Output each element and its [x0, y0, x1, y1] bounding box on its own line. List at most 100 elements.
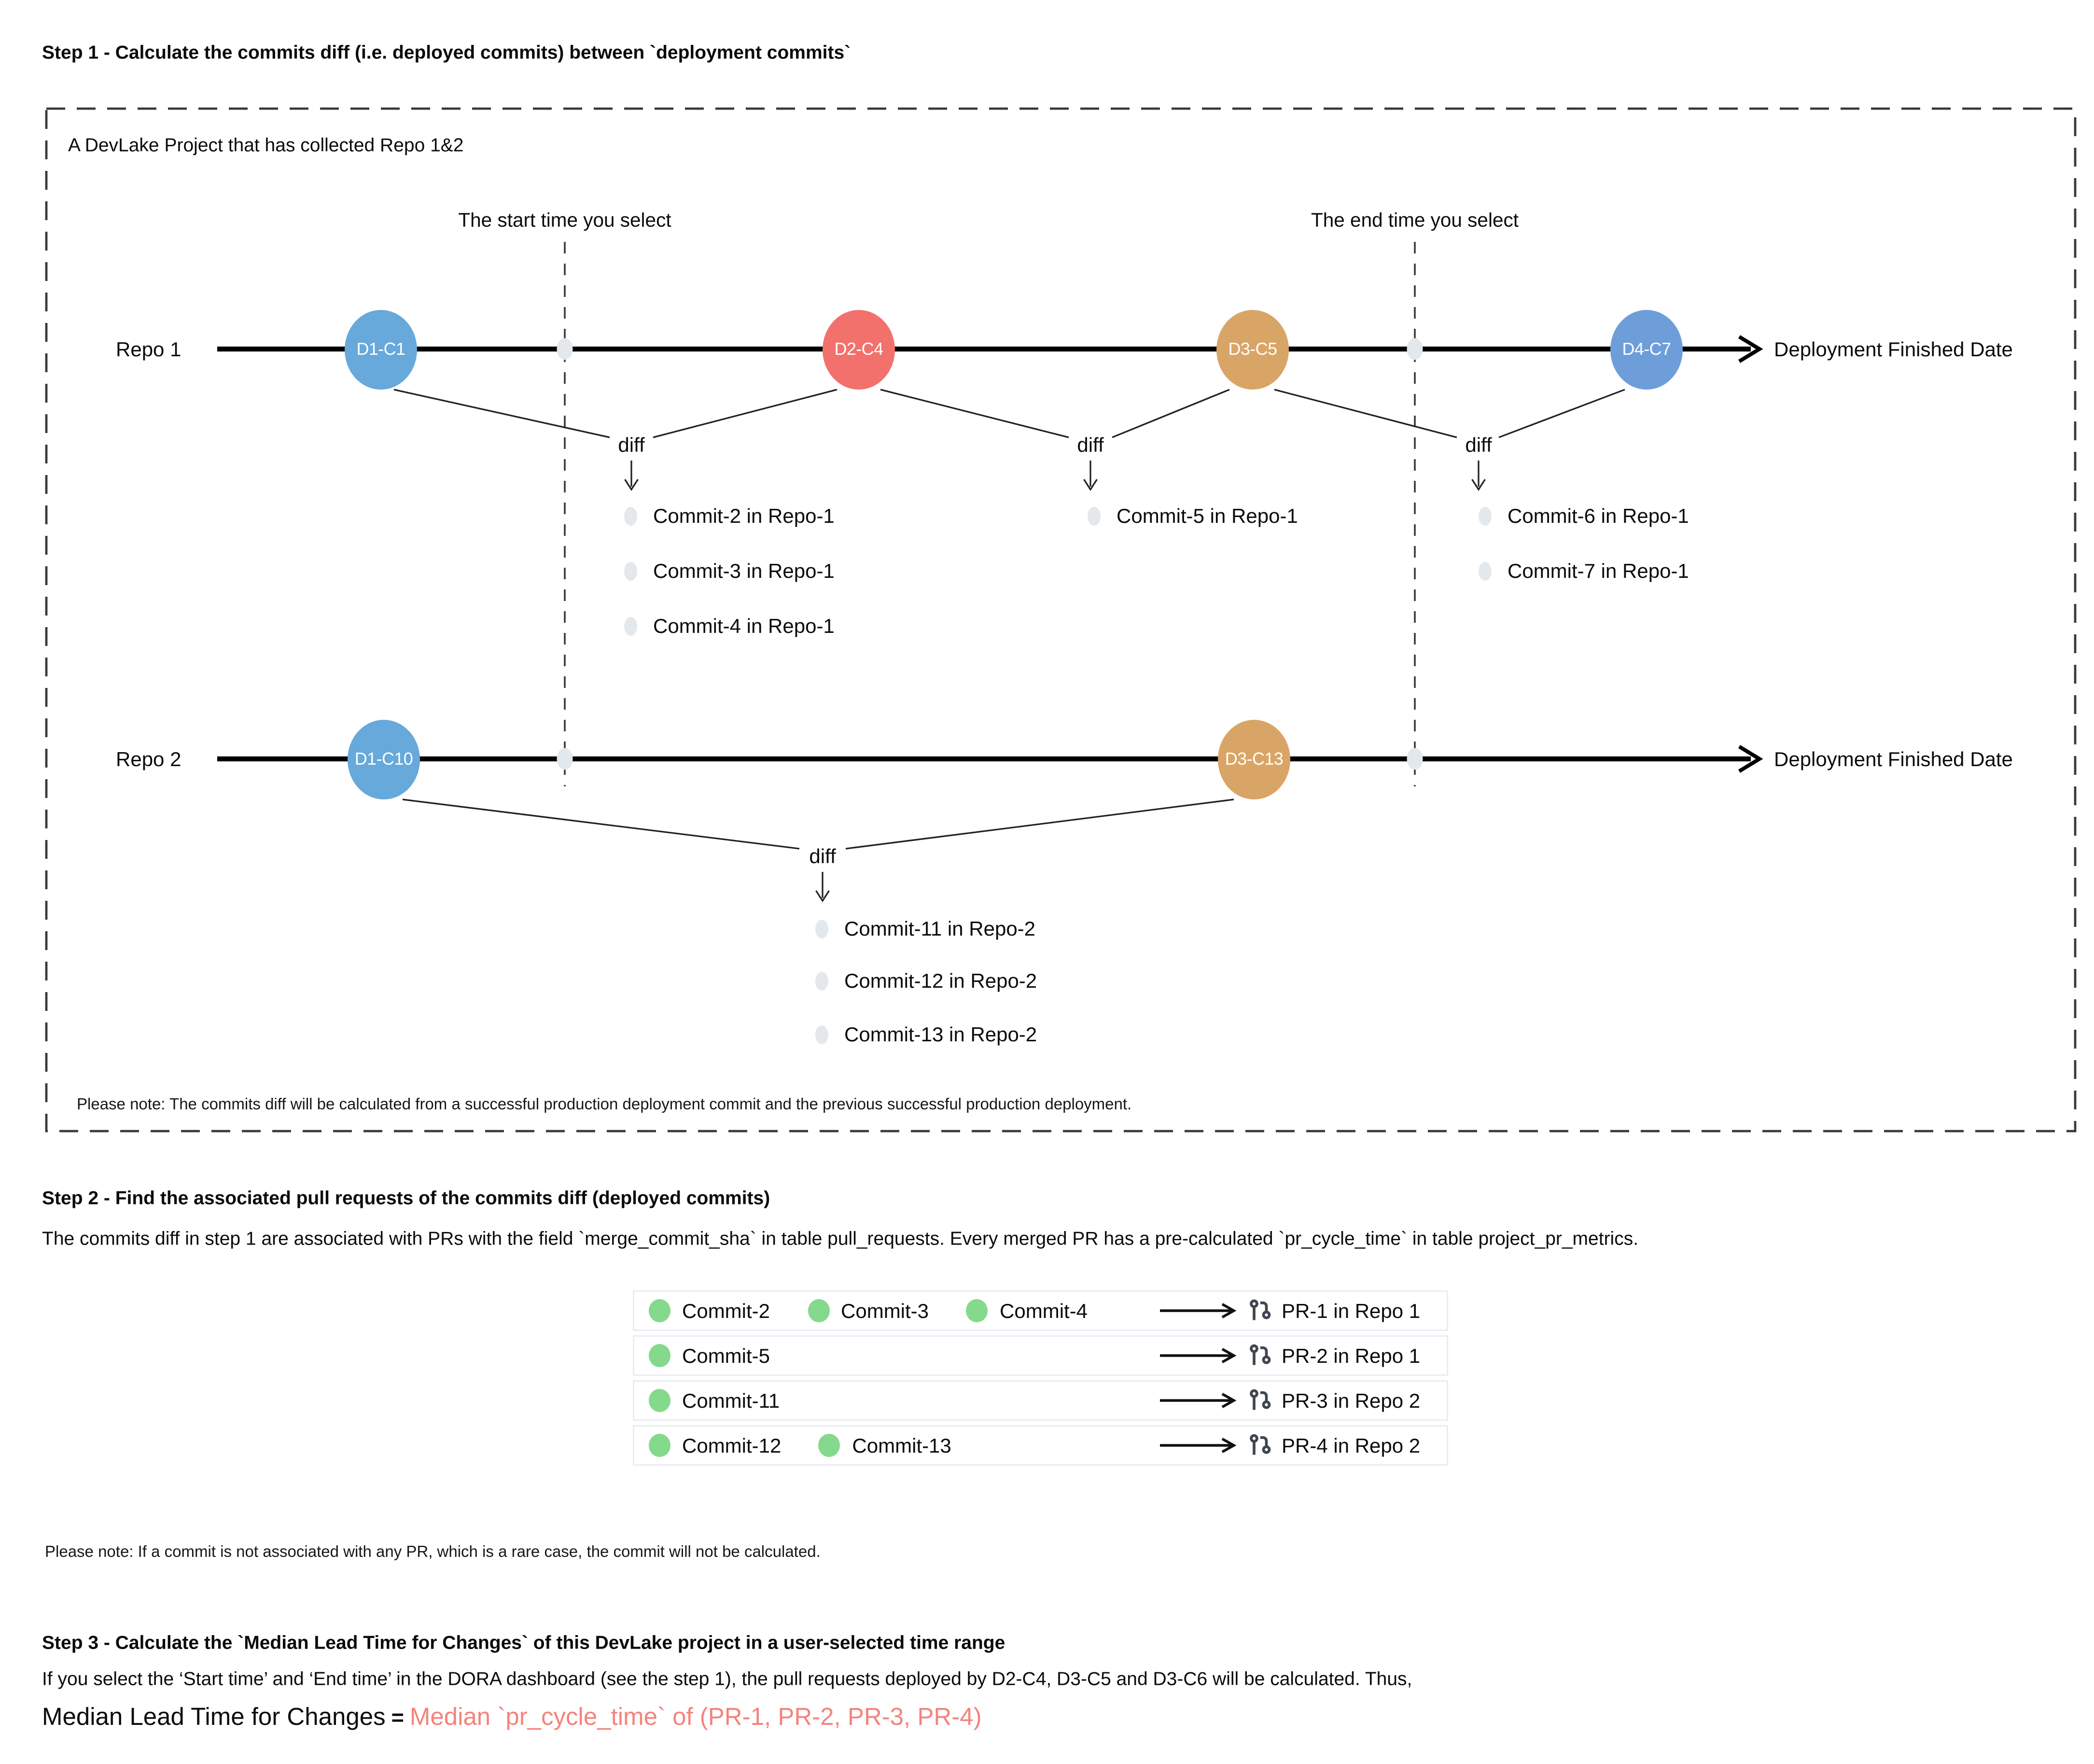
pull-request-icon [1250, 1434, 1271, 1455]
maps-to-arrow-icon [1159, 1347, 1248, 1364]
repo1-label: Repo 1 [116, 337, 181, 361]
diff-commit-item: Commit-7 in Repo-1 [1479, 559, 1689, 582]
diff-commit-item: Commit-13 in Repo-2 [815, 1022, 1037, 1046]
diff-connectors [393, 389, 1625, 850]
table-row: Commit-12 Commit-13 PR-4 in Repo 2 [633, 1425, 1448, 1466]
commit-dot-icon [624, 506, 637, 525]
diff-commit-item: Commit-4 in Repo-1 [624, 614, 835, 637]
deployment-node-d4-c7: D4-C7 [1610, 309, 1683, 389]
deployment-node-d1-c1: D1-C1 [345, 309, 417, 389]
commit-item: Commit-5 [649, 1344, 770, 1367]
diff-label: diff [809, 844, 836, 868]
commit-item: Commit-3 [808, 1299, 929, 1322]
pr-label: PR-3 in Repo 2 [1282, 1389, 1421, 1412]
diff-commit-item: Commit-2 in Repo-1 [624, 504, 835, 527]
deployed-commit-dot-icon [819, 1434, 841, 1457]
formula-equals: = [391, 1706, 404, 1731]
deployed-commit-dot-icon [649, 1389, 670, 1412]
pull-request-icon [1250, 1344, 1271, 1365]
deployment-node-d3-c5: D3-C5 [1216, 309, 1289, 389]
diff-commit-item: Commit-6 in Repo-1 [1479, 504, 1689, 527]
deployment-node-label: D3-C13 [1225, 749, 1284, 769]
deployed-commit-dot-icon [966, 1299, 989, 1322]
repo2-deployment-finished-label: Deployment Finished Date [1774, 747, 2013, 770]
deployment-node-label: D1-C1 [356, 339, 405, 359]
connector-lines [45, 107, 2077, 1133]
diff-label: diff [618, 433, 645, 456]
commit-dot-icon [624, 616, 637, 635]
commit-item: Commit-11 [649, 1389, 780, 1412]
commit-label: Commit-4 in Repo-1 [653, 614, 835, 637]
step1-title: Step 1 - Calculate the commits diff (i.e… [42, 41, 851, 63]
pr-cell: PR-4 in Repo 2 [1248, 1434, 1447, 1457]
commit-label: Commit-12 in Repo-2 [844, 969, 1037, 992]
deployment-node-label: D3-C5 [1228, 339, 1277, 359]
start-time-label: The start time you select [458, 209, 671, 231]
commit-item: Commit-4 [966, 1299, 1088, 1322]
commit-label: Commit-3 [841, 1299, 929, 1322]
commit-item: Commit-12 [649, 1434, 781, 1457]
pull-request-icon [1250, 1389, 1271, 1410]
commit-label: Commit-2 in Repo-1 [653, 504, 835, 527]
commit-label: Commit-11 [682, 1389, 780, 1412]
table-row-commits: Commit-5 [649, 1344, 1159, 1367]
deployment-node-d3-c13: D3-C13 [1218, 719, 1290, 799]
commit-label: Commit-11 in Repo-2 [844, 917, 1036, 940]
end-crossing-dot [1407, 338, 1423, 360]
commit-item: Commit-2 [649, 1299, 770, 1322]
formula-rhs: Median `pr_cycle_time` of (PR-1, PR-2, P… [409, 1703, 982, 1731]
table-row-commits: Commit-12 Commit-13 [649, 1434, 1159, 1457]
start-crossing-dot [557, 748, 573, 770]
repo2-label: Repo 2 [116, 747, 181, 770]
commit-dot-icon [1479, 561, 1492, 580]
table-row: Commit-11 PR-3 in Repo 2 [633, 1380, 1448, 1421]
step2-title: Step 2 - Find the associated pull reques… [42, 1187, 770, 1209]
step3-body: If you select the ‘Start time’ and ‘End … [42, 1667, 1412, 1690]
commit-label: Commit-3 in Repo-1 [653, 559, 835, 582]
commit-label: Commit-5 [682, 1344, 770, 1367]
maps-to-arrow-icon [1159, 1302, 1248, 1319]
commit-label: Commit-4 [1000, 1299, 1088, 1322]
diff-commit-item: Commit-3 in Repo-1 [624, 559, 835, 582]
end-time-label: The end time you select [1311, 209, 1519, 231]
pull-request-icon [1250, 1299, 1271, 1320]
commit-label: Commit-12 [682, 1434, 782, 1457]
deployed-commit-dot-icon [808, 1299, 830, 1322]
diff-label: diff [1077, 433, 1104, 456]
commit-item: Commit-13 [819, 1434, 951, 1457]
deployment-node-d2-c4: D2-C4 [823, 309, 895, 389]
pr-cell: PR-2 in Repo 1 [1248, 1344, 1447, 1367]
diff-commit-item: Commit-11 in Repo-2 [815, 917, 1035, 940]
formula-lhs: Median Lead Time for Changes [42, 1703, 386, 1731]
commit-label: Commit-7 in Repo-1 [1508, 559, 1689, 582]
deployed-commit-dot-icon [649, 1344, 670, 1367]
end-crossing-dot [1407, 748, 1423, 770]
table-row: Commit-5 PR-2 in Repo 1 [633, 1335, 1448, 1376]
pr-label: PR-4 in Repo 2 [1282, 1434, 1421, 1457]
commit-label: Commit-5 in Repo-1 [1117, 504, 1298, 527]
project-box: A DevLake Project that has collected Rep… [45, 107, 2077, 1133]
commit-label: Commit-13 in Repo-2 [844, 1022, 1037, 1046]
repo2-timeline-arrow-icon [1738, 745, 1763, 773]
commit-dot-icon [815, 971, 828, 990]
deployment-node-d1-c10: D1-C10 [348, 719, 420, 799]
deployed-commit-dot-icon [649, 1299, 670, 1322]
box-note: Please note: The commits diff will be ca… [77, 1096, 1132, 1114]
repo1-deployment-finished-label: Deployment Finished Date [1774, 337, 2013, 361]
formula: Median Lead Time for Changes=Median `pr_… [42, 1703, 982, 1732]
pr-cell: PR-3 in Repo 2 [1248, 1389, 1447, 1412]
pr-cell: PR-1 in Repo 1 [1248, 1299, 1447, 1322]
maps-to-arrow-icon [1159, 1437, 1248, 1454]
diff-commit-item: Commit-5 in Repo-1 [1088, 504, 1298, 527]
diff-down-arrow-icon [624, 461, 1486, 903]
commit-dot-icon [815, 1024, 828, 1044]
commit-label: Commit-2 [682, 1299, 770, 1322]
table-row: Commit-2 Commit-3 Commit-4 PR-1 in Repo … [633, 1290, 1448, 1331]
deployment-node-label: D4-C7 [1622, 339, 1671, 359]
commit-dot-icon [624, 561, 637, 580]
commit-label: Commit-13 [852, 1434, 951, 1457]
commit-dot-icon [1479, 506, 1492, 525]
deployed-commit-dot-icon [649, 1434, 670, 1457]
dashed-border [45, 107, 2077, 1133]
